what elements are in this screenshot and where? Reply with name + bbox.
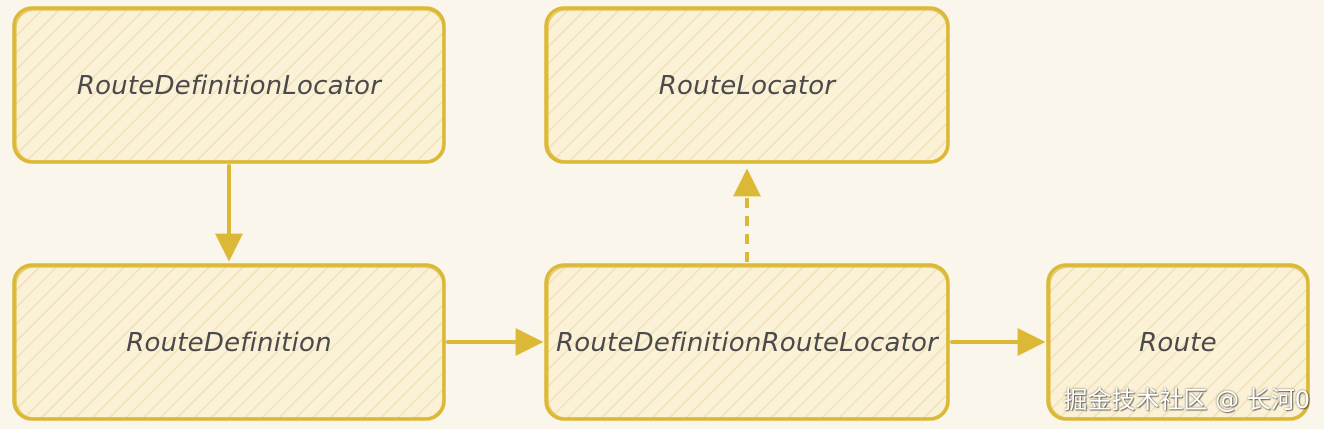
node-route-definition-locator: RouteDefinitionLocator [12, 6, 446, 164]
node-route: Route [1046, 263, 1310, 421]
node-label-route-definition: RouteDefinition [126, 328, 332, 358]
node-route-definition: RouteDefinition [12, 263, 446, 421]
node-label-route-definition-route-locator: RouteDefinitionRouteLocator [556, 328, 940, 358]
watermark-text: 掘金技术社区 @ 长河0 [1063, 386, 1310, 414]
node-label-route: Route [1139, 328, 1217, 358]
node-route-definition-route-locator: RouteDefinitionRouteLocator [544, 263, 950, 421]
node-route-locator: RouteLocator [544, 6, 950, 164]
node-label-route-locator: RouteLocator [659, 71, 838, 101]
node-label-route-definition-locator: RouteDefinitionLocator [77, 71, 383, 101]
